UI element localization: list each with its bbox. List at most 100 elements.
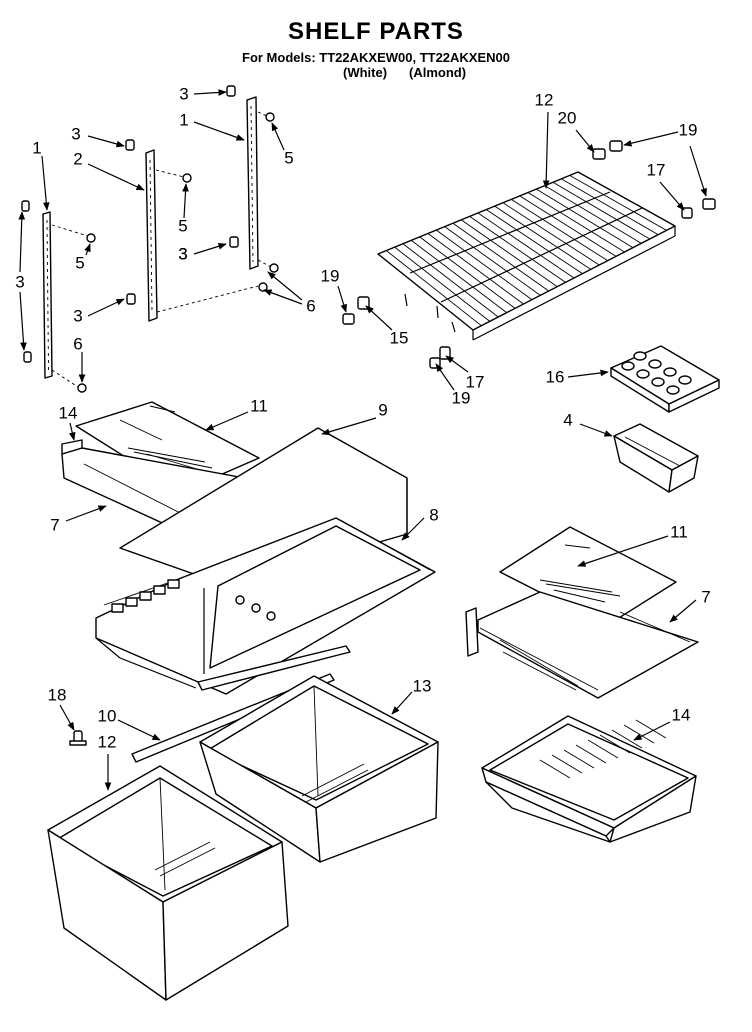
leader-line — [321, 417, 377, 436]
wire-bar — [402, 243, 499, 318]
callout-rail-mid-5: 5 — [178, 216, 188, 236]
wire-bar — [386, 250, 482, 327]
wire-cross-bar — [409, 191, 611, 274]
leader-line — [193, 121, 245, 141]
callout-rail-right-3b: 3 — [178, 244, 188, 264]
leader-line — [669, 599, 697, 623]
leader-line — [577, 535, 669, 567]
pan-rib — [635, 719, 667, 739]
callout-pin-19b: 19 — [320, 266, 340, 286]
callout-rail-right-6: 6 — [306, 296, 316, 316]
callout-rail-mid-3a: 3 — [71, 124, 81, 144]
callout-cover-9: 9 — [378, 400, 388, 420]
leader-line — [435, 363, 455, 391]
drawer-screw — [69, 730, 87, 746]
wire-bar — [552, 181, 650, 240]
leader-line — [84, 243, 91, 256]
diagram-title: SHELF PARTS — [288, 18, 464, 45]
leader-line — [445, 355, 469, 373]
callout-glass-11b: 11 — [670, 522, 688, 542]
variant-almond-label: (Almond) — [409, 65, 467, 80]
callout-rail-left-5: 5 — [75, 253, 85, 273]
leader-line — [87, 135, 125, 148]
callout-wire-shelf-12: 12 — [534, 90, 554, 110]
leader-line — [365, 305, 393, 331]
shelf-rail-left — [42, 211, 53, 379]
wire-bar — [569, 175, 667, 231]
callout-glass-11a: 11 — [250, 396, 268, 416]
wire-bar — [511, 198, 608, 262]
leader-line — [68, 422, 76, 441]
variant-white-label: (White) — [343, 65, 388, 80]
leader-line — [87, 163, 145, 191]
wire-cross-bar — [440, 207, 643, 303]
callout-frame-7b: 7 — [701, 587, 711, 607]
egg-cup — [648, 359, 662, 369]
callout-clip-15: 15 — [389, 328, 409, 348]
leader-line — [41, 155, 50, 211]
callout-rail-right-5: 5 — [284, 148, 294, 168]
wire-bar — [452, 222, 550, 292]
pan-rib — [599, 734, 631, 754]
callout-crisper-13: 13 — [412, 676, 432, 696]
wire-bar — [527, 192, 625, 253]
wire-bar — [394, 246, 491, 322]
callout-egg-bin-4: 4 — [563, 410, 573, 430]
leader-line — [263, 289, 303, 305]
middle-crisper-drawer — [199, 675, 439, 863]
crisper-cover-assembly — [95, 427, 436, 695]
leader-line — [193, 243, 227, 255]
callout-rail-mid-3b: 3 — [178, 244, 188, 264]
wire-bar — [486, 209, 583, 275]
callout-pan-14b: 14 — [671, 705, 691, 725]
callout-rail-left-1: 1 — [32, 138, 42, 158]
callout-trim-10: 10 — [97, 706, 117, 726]
callout-pan-14a: 14 — [58, 403, 78, 423]
shelf-rail-right — [246, 96, 259, 270]
callout-rail-left-6: 6 — [73, 334, 83, 354]
leader-line — [182, 183, 189, 219]
callout-rail-left-3b: 3 — [73, 306, 83, 326]
wire-bar — [536, 188, 634, 249]
leader-line — [567, 369, 609, 378]
callout-rail-right-3a: 3 — [179, 84, 189, 104]
leader-line — [193, 89, 227, 96]
wire-bar — [461, 219, 558, 288]
leader-line — [575, 129, 595, 153]
wire-bar — [561, 178, 659, 236]
leader-line — [391, 691, 413, 715]
wire-bar — [444, 226, 541, 296]
leader-line — [542, 111, 550, 189]
wire-bar — [477, 212, 575, 279]
leader-line — [267, 271, 303, 301]
pan-rib — [587, 739, 619, 759]
rail-brackets-and-screws — [21, 85, 279, 393]
callout-glass-8: 8 — [429, 505, 439, 525]
wire-bar — [436, 229, 533, 301]
leader-line — [59, 704, 75, 731]
callout-clip-17b: 17 — [465, 372, 485, 392]
callout-rail-left-3: 3 — [15, 272, 25, 292]
leader-line — [117, 719, 161, 741]
leader-line — [65, 505, 107, 522]
callout-pin-19a: 19 — [678, 120, 698, 140]
egg-cup — [621, 361, 635, 371]
callout-frame-7a: 7 — [50, 515, 60, 535]
egg-cup — [633, 351, 647, 361]
pan-rib — [563, 749, 595, 769]
callout-egg-tray-16: 16 — [545, 367, 565, 387]
egg-cup — [678, 375, 692, 385]
leader-line — [659, 181, 685, 211]
leader-line — [87, 298, 125, 317]
wire-bar — [411, 239, 507, 314]
callout-rail-right-1: 1 — [179, 110, 189, 130]
callout-rail-mid-2: 2 — [73, 149, 83, 169]
wire-bar — [502, 202, 600, 266]
leader-line — [337, 285, 347, 313]
leader-line — [579, 423, 613, 437]
pan-rib — [575, 744, 607, 764]
egg-cup — [663, 367, 677, 377]
leader-line — [623, 131, 679, 147]
